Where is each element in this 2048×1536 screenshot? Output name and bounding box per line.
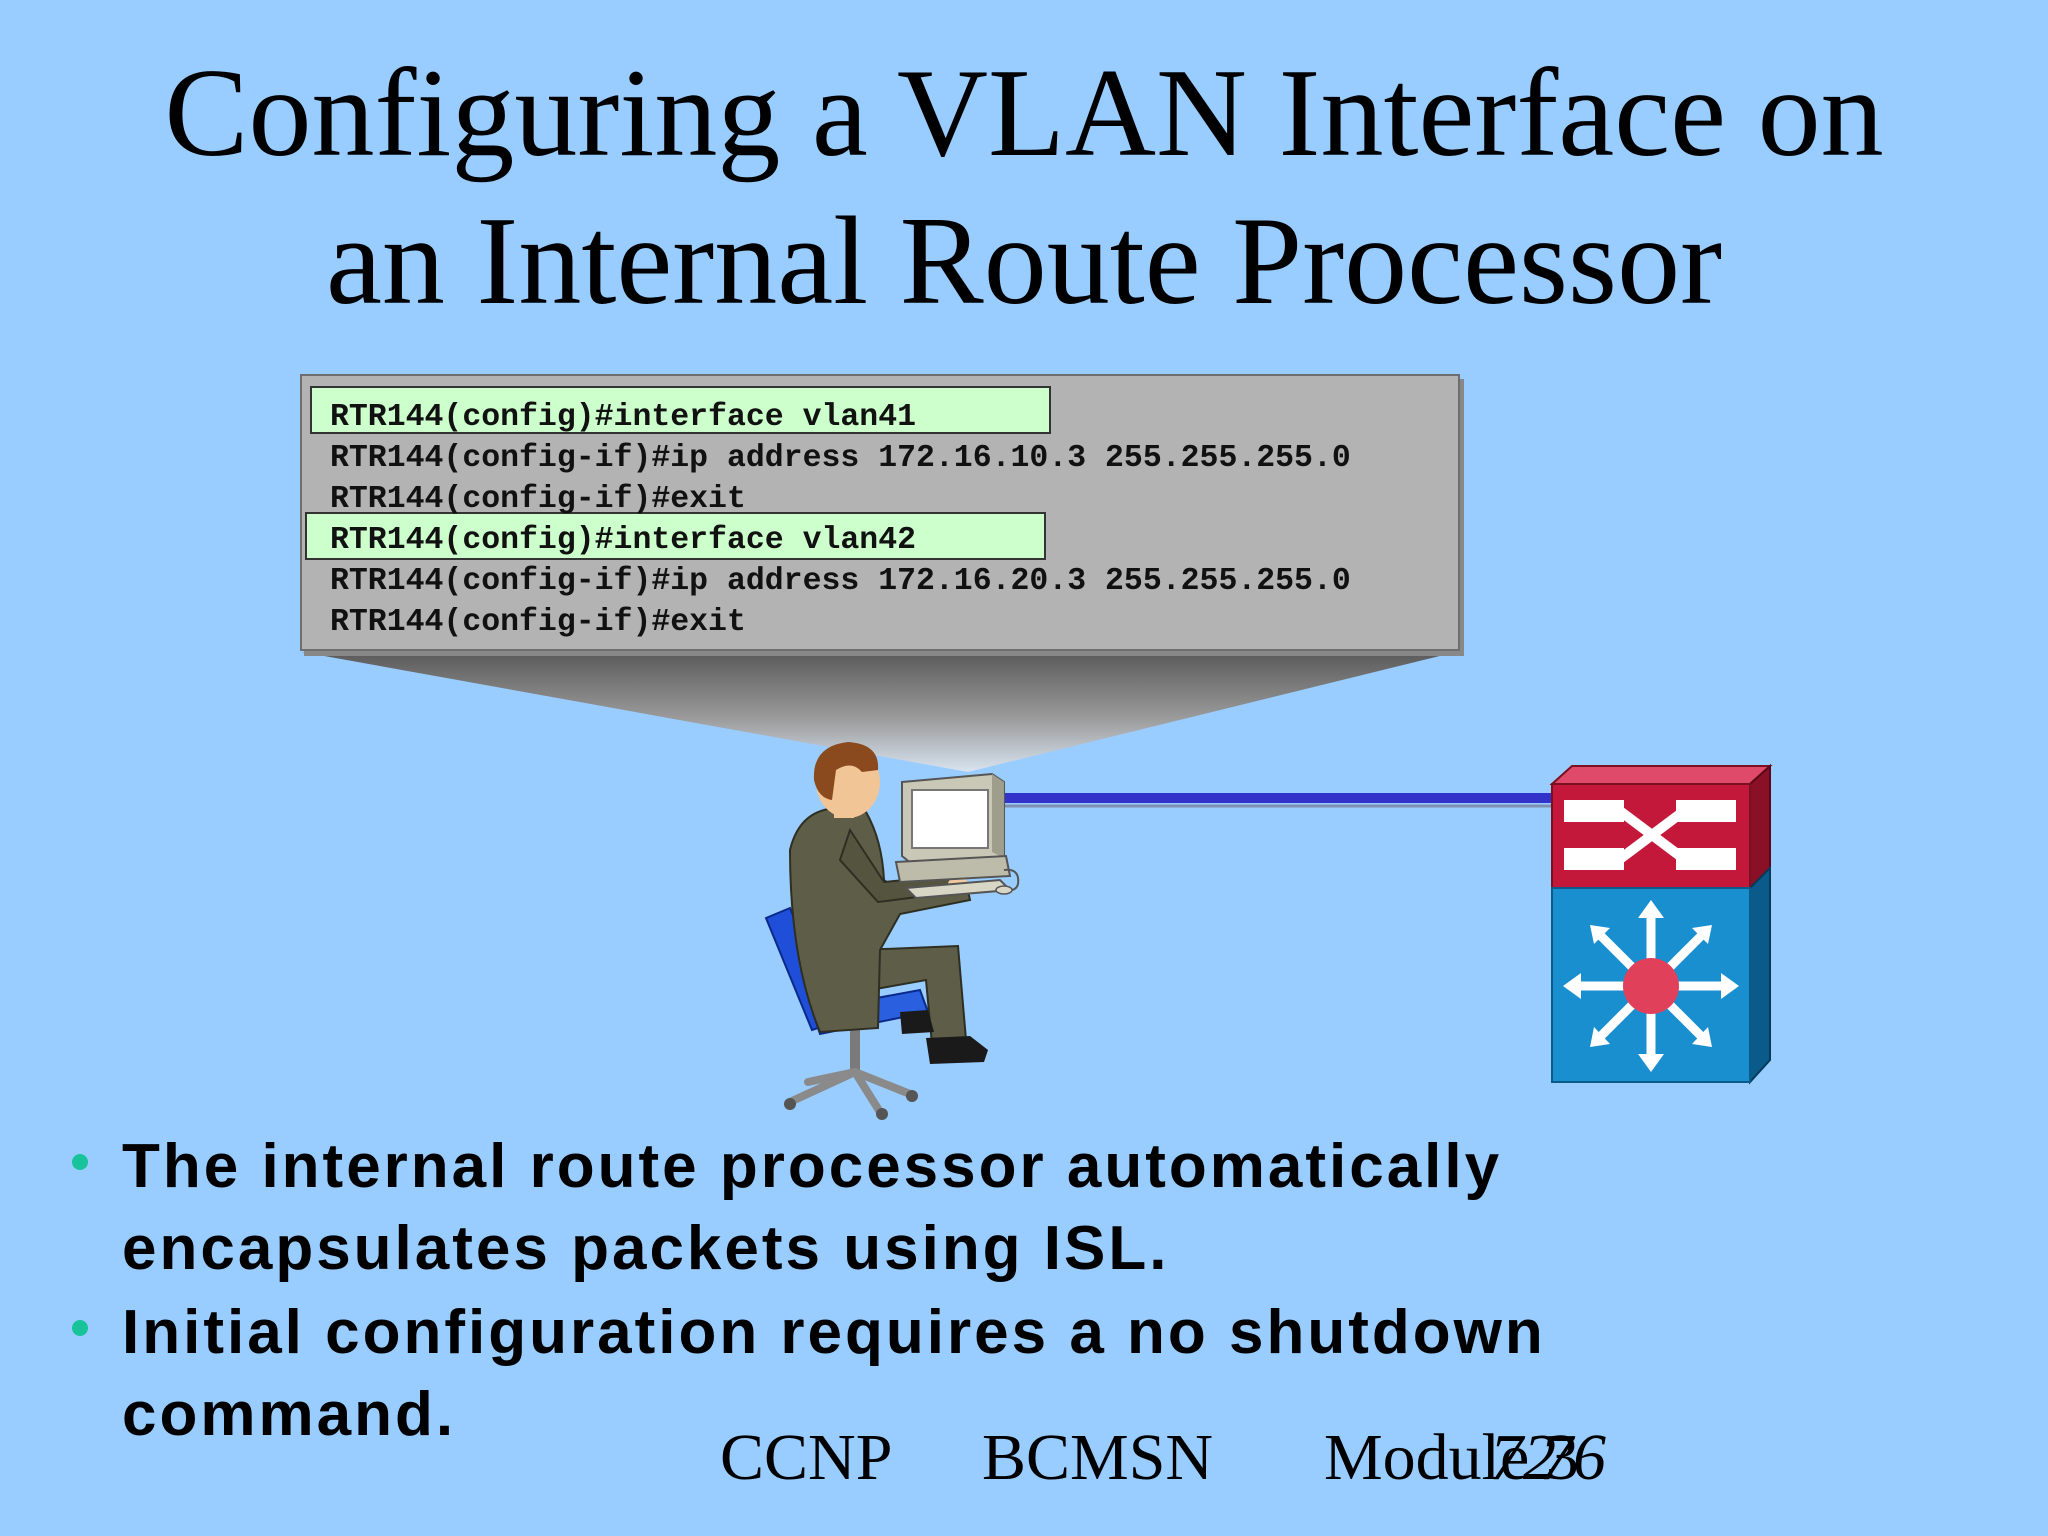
admin-at-workstation-icon <box>764 742 988 1120</box>
footer-page-number: 7276 <box>1490 1418 1606 1498</box>
footer-course: CCNP <box>720 1421 893 1494</box>
bullet-list: The internal route processor automatical… <box>72 1126 1772 1458</box>
footer-page: 72 <box>1490 1421 1556 1494</box>
title-line-2: an Internal Route Processor <box>325 192 1723 331</box>
cli-line-3: RTR144(config-if)#exit <box>330 482 746 517</box>
bullet-text-2: Initial configuration requires a no shut… <box>122 1298 1546 1449</box>
bullet-item-1: The internal route processor automatical… <box>72 1126 1772 1290</box>
bullet-text-1: The internal route processor automatical… <box>122 1132 1503 1283</box>
bullet-dot-icon <box>72 1320 88 1336</box>
cli-line-2: RTR144(config-if)#ip address 172.16.10.3… <box>330 441 1351 476</box>
title-line-1: Configuring a VLAN Interface on <box>164 44 1884 183</box>
cli-line-5: RTR144(config-if)#ip address 172.16.20.3… <box>330 564 1351 599</box>
footer-total: 76 <box>1540 1421 1606 1494</box>
footer-module: Module 3 <box>1324 1421 1579 1494</box>
multilayer-switch-icon <box>1549 763 1773 1085</box>
bullet-dot-icon <box>72 1154 88 1170</box>
cli-highlight-vlan41 <box>310 386 1051 434</box>
workstation-icon <box>894 772 1020 900</box>
cli-highlight-vlan42 <box>305 512 1046 560</box>
cli-line-6: RTR144(config-if)#exit <box>330 605 746 640</box>
slide-title: Configuring a VLAN Interface on an Inter… <box>0 40 2048 336</box>
footer-module-name: BCMSN <box>982 1421 1214 1494</box>
cli-line-4: RTR144(config)#interface vlan42 <box>330 523 916 558</box>
cli-line-1: RTR144(config)#interface vlan41 <box>330 400 916 435</box>
bullet-item-2: Initial configuration requires a no shut… <box>72 1292 1772 1456</box>
